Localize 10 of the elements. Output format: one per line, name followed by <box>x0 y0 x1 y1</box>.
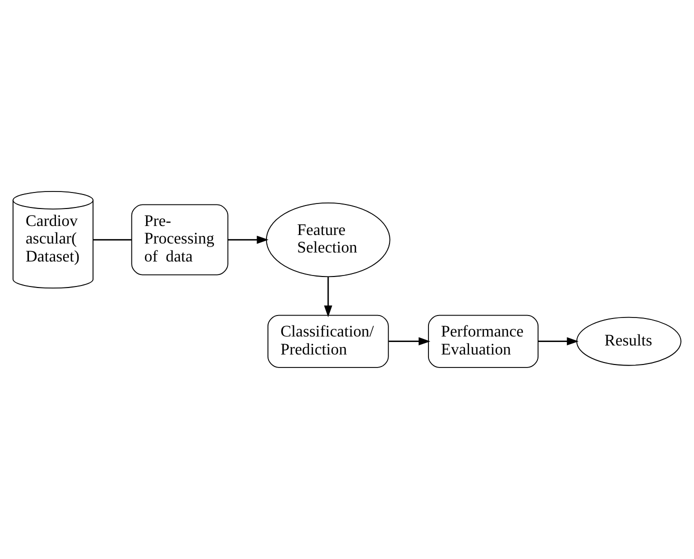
connector <box>93 239 132 240</box>
node-box: Performance Evaluation <box>428 314 539 368</box>
arrow <box>324 276 332 318</box>
arrow <box>228 236 269 244</box>
node-box: Classification/ Prediction <box>267 314 389 368</box>
node-box: Pre- Processing of data <box>131 204 228 276</box>
arrow <box>538 337 579 346</box>
node-ellipse: Results <box>576 316 682 366</box>
node-ellipse: Feature Selection <box>266 202 390 278</box>
arrow <box>388 337 430 346</box>
